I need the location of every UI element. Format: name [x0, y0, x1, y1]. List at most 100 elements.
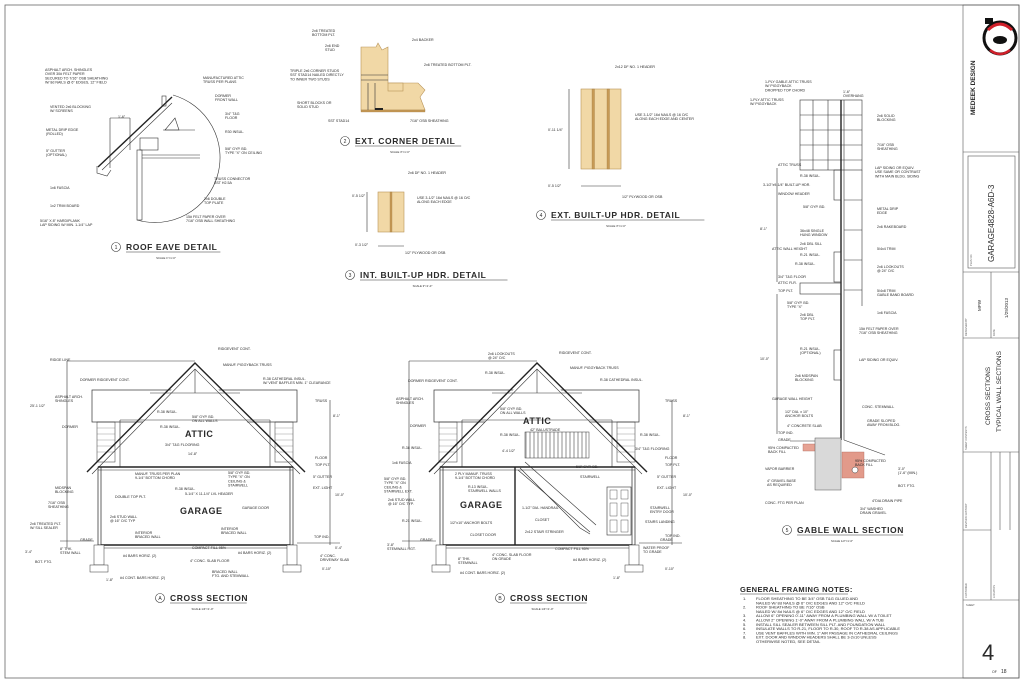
callout-line: 10'-0": [683, 493, 693, 497]
callout-line: 0'-5 1/2": [352, 194, 366, 198]
detail-scale: SCALE 1/4"=1'-0": [191, 607, 213, 611]
detail-scale: SCALE 1/4"=1'-0": [531, 607, 553, 611]
callout-line: FTG. AND STEMWALL: [212, 574, 249, 578]
callout-label: R-38 INSUL.: [640, 433, 660, 437]
callout-label: 3'-8"STEMWALL HGT.: [387, 543, 416, 551]
callout-label: 0'-10": [322, 567, 332, 571]
callout-line: @ 16" O/C TYP.: [388, 502, 414, 506]
callout-line: 5/8" GYP. BD.: [500, 407, 522, 411]
callout-line: BLOCKING: [877, 118, 896, 122]
callout-line: STAIRS LANDING: [645, 520, 675, 524]
callout-line: 5/8" GYP. BD.: [225, 147, 247, 151]
callout-label: 4'-4 1/2": [502, 449, 516, 453]
note-text: EXT. DOOR AND WINDOW HEADERS SHALL BE 3-…: [756, 635, 877, 640]
callout-label: ATTIC FLR.: [778, 281, 797, 285]
callout-label: 8'-1": [760, 227, 768, 231]
callout-line: FLOOR: [315, 456, 328, 460]
callout-line: 4" CONC.: [320, 554, 336, 558]
detail-number-bubble: [536, 210, 546, 220]
callout-label: 10'-0": [683, 493, 693, 497]
callout-line: @ 16" O/C TYP: [110, 519, 136, 523]
callout-line: #4 CONT. BARS HORIZ. (2): [120, 576, 165, 580]
note-number: 8.: [743, 635, 746, 640]
callout-label: R-38 CATHEDRAL INSUL.W/ VENT BAFFLES MIN…: [263, 377, 331, 385]
callout-label: 2x6 DF NO. 1 HEADER: [408, 171, 446, 175]
callout-line: R-38 INSUL.: [157, 410, 177, 414]
callout-line: TRUSS CONNECTOR: [214, 177, 251, 181]
sheet-label: SHEET: [966, 603, 975, 607]
callout-line: ON ALL WALLS: [192, 419, 218, 423]
callout-line: #4 BARS HORIZ. (2): [573, 558, 606, 562]
callout-label: #4 BARS HORIZ. (2): [573, 558, 606, 562]
callout-label: 1'-6": [118, 115, 126, 119]
callout-line: TOP IND.: [665, 534, 680, 538]
callout-label: 4"DIA DRAIN PIPE: [872, 499, 903, 503]
date: 1/29/2013: [1004, 297, 1009, 318]
callout-line: TRUSS: [315, 399, 328, 403]
callout-label: TRUSS: [665, 399, 678, 403]
callout-line: 1x6 FASCIA: [50, 186, 70, 190]
sheet-total: 18: [1001, 669, 1007, 675]
callout-label: GARAGE WALL HEIGHT: [772, 397, 813, 401]
callout-label: 2x6 LOOKOUTS@ 24" O/C: [488, 352, 515, 360]
callout-line: 25'-1 1/2": [30, 404, 46, 408]
callout-line: USE 3-1/2" 16d NAILS @ 16 O/C: [417, 196, 471, 200]
detail-number-bubble: [345, 270, 355, 280]
callout-line: 7/16" OSB WALL SHEATHING: [186, 219, 235, 223]
callout-label: 3-1/2"x9-1/4" BUILT-UP HDR.: [763, 183, 810, 187]
callout-line: ON GRADE: [492, 557, 512, 561]
callout-label: 1/2" DIA. x 10"ANCHOR BOLTS: [785, 410, 814, 418]
callout-line: R-38 CATHEDRAL INSUL.: [263, 377, 306, 381]
callout-line: LAP SIDING OR EQUIV.: [859, 358, 898, 362]
callout-label: FLOOR: [315, 456, 328, 460]
callout-line: SHORT BLOCKS OR: [297, 101, 332, 105]
note-number: 6.: [743, 626, 746, 631]
revision-history-label: REVISION HISTORY: [964, 503, 968, 528]
callout-line: BACK FILL: [855, 463, 873, 467]
callout-label: LAP SIDING OR EQUIV.USE SAME OR CONTRAST…: [875, 166, 922, 178]
callout-label: 5" GUTTER: [657, 475, 676, 479]
ext-header-detail-drawing: [568, 88, 622, 187]
callout-label: CONC. STEMWALL: [862, 405, 894, 409]
callout-line: MANUFACTURED ATTIC: [203, 76, 244, 80]
callout-label: 5" GUTTER: [313, 475, 332, 479]
callout-line: 15# FELT PAPER OVER: [859, 327, 899, 331]
callout-line: 0'-10": [665, 567, 675, 571]
callout-line: 36x48 SINGLE: [800, 229, 825, 233]
company-logo: [982, 18, 1018, 56]
plan-no-label: PLAN NO.: [969, 254, 973, 266]
callout-label: R-38 INSUL.: [795, 262, 815, 266]
callout-line: TOP PLT.: [800, 317, 815, 321]
callout-label: 5/8" GYP. BD.TYPE "X": [787, 301, 809, 309]
callout-line: TYPE "X" ON CEILING: [225, 151, 262, 155]
callout-label: SST STAD14: [328, 119, 349, 123]
callout-label: EXT. LIGHT: [657, 486, 677, 490]
callout-line: 2x6 STUD WALL: [110, 515, 137, 519]
callout-line: (ROLLED): [46, 132, 63, 136]
callout-line: SHEATHING: [48, 505, 69, 509]
callout-label: DOUBLE TOP PLT.: [115, 495, 146, 499]
detail-title: CROSS SECTION: [170, 593, 248, 603]
callout-line: ANCHOR BOLTS: [785, 414, 814, 418]
callout-line: 0'-10": [322, 567, 332, 571]
callout-line: GARAGE WALL HEIGHT: [772, 397, 813, 401]
cross-section-a-drawing: [60, 360, 340, 573]
designed-by-label: DESIGNED BY: [964, 318, 968, 336]
callout-label: ATTIC TRUSS: [778, 163, 802, 167]
callout-line: 3/4" T&G FLOORING: [635, 447, 670, 451]
callout-line: RIDGEVENT CONT.: [218, 347, 251, 351]
detail-number: 4: [540, 213, 543, 219]
detail-number-bubble: [495, 593, 505, 603]
callout-line: ATTIC TRUSS: [778, 163, 802, 167]
callout-label: 0'-11 1/4": [548, 128, 564, 132]
callout-label: 2x6 LOOKOUTS@ 24" O/C: [877, 265, 904, 273]
callout-label: WINDOW HEADER: [778, 192, 810, 196]
callout-line: OVERHANG: [843, 94, 864, 98]
callout-line: GRADE: [660, 538, 673, 542]
